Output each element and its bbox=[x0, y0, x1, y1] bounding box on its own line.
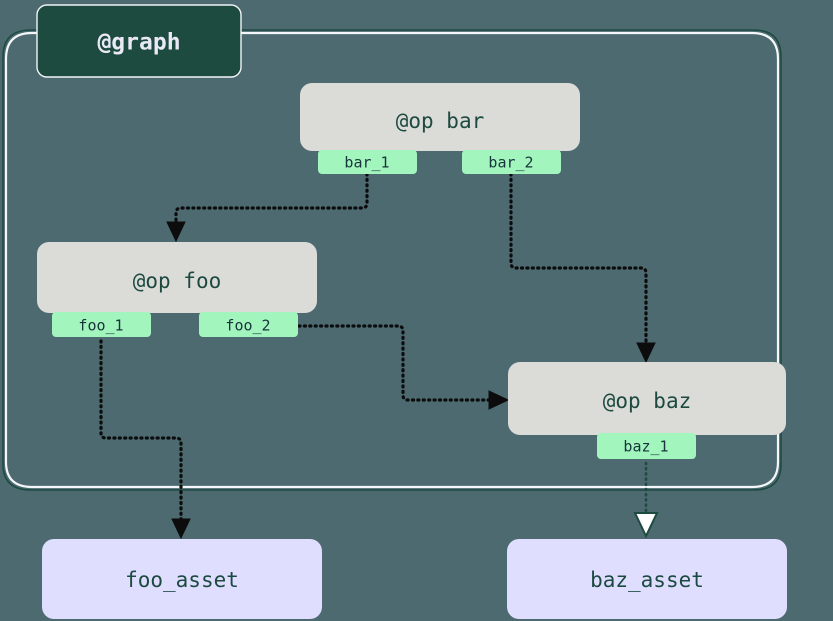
edge-foo1-to-fooasset bbox=[99, 339, 191, 540]
graph-container-outline bbox=[2, 29, 782, 491]
graph-label-text: @graph bbox=[97, 30, 180, 56]
node-op-baz[interactable]: @op baz baz_1 bbox=[508, 362, 786, 459]
node-asset-baz[interactable]: baz_asset bbox=[507, 539, 787, 619]
arrowhead-icon bbox=[636, 342, 656, 364]
baz-asset-label: baz_asset bbox=[590, 568, 704, 592]
op-bar-label: @op bar bbox=[396, 109, 485, 133]
arrowhead-icon bbox=[171, 518, 191, 540]
op-baz-box[interactable] bbox=[508, 362, 786, 435]
edge-baz1-to-bazasset bbox=[633, 461, 659, 539]
arrowhead-icon bbox=[166, 221, 186, 243]
port-baz-1[interactable]: baz_1 bbox=[597, 433, 696, 459]
port-bar-2-label: bar_2 bbox=[488, 154, 533, 172]
port-foo-2-label: foo_2 bbox=[225, 317, 270, 335]
foo-asset-box[interactable] bbox=[42, 539, 322, 619]
node-op-foo[interactable]: @op foo foo_1 foo_2 bbox=[37, 242, 317, 337]
port-bar-1-label: bar_1 bbox=[344, 154, 389, 172]
arrowhead-icon bbox=[488, 390, 510, 410]
node-asset-foo[interactable]: foo_asset bbox=[42, 539, 322, 619]
port-foo-1-box[interactable] bbox=[52, 312, 151, 337]
port-foo-2-box[interactable] bbox=[199, 312, 298, 337]
graph-label-box[interactable] bbox=[36, 4, 242, 78]
port-foo-1[interactable]: foo_1 bbox=[52, 312, 151, 337]
graph-label-chip[interactable]: @graph bbox=[36, 4, 242, 78]
op-foo-label: @op foo bbox=[133, 269, 222, 293]
port-bar-1[interactable]: bar_1 bbox=[318, 150, 417, 174]
edge-bar1-to-foo bbox=[166, 172, 369, 243]
op-baz-label: @op baz bbox=[603, 389, 692, 413]
port-baz-1-box[interactable] bbox=[597, 433, 696, 459]
op-bar-box[interactable] bbox=[300, 83, 580, 151]
node-op-bar[interactable]: @op bar bar_1 bar_2 bbox=[300, 83, 580, 174]
foo-asset-label: foo_asset bbox=[125, 568, 239, 592]
op-foo-box[interactable] bbox=[37, 242, 317, 313]
edge-foo2-to-baz bbox=[297, 324, 510, 410]
port-bar-2-box[interactable] bbox=[462, 150, 561, 174]
arrowhead-icon bbox=[633, 512, 659, 539]
port-foo-2[interactable]: foo_2 bbox=[199, 312, 298, 337]
baz-asset-box[interactable] bbox=[507, 539, 787, 619]
port-bar-2[interactable]: bar_2 bbox=[462, 150, 561, 174]
port-baz-1-label: baz_1 bbox=[623, 438, 668, 456]
port-foo-1-label: foo_1 bbox=[78, 317, 123, 335]
edge-bar2-to-baz bbox=[509, 172, 656, 364]
port-bar-1-box[interactable] bbox=[318, 150, 417, 174]
